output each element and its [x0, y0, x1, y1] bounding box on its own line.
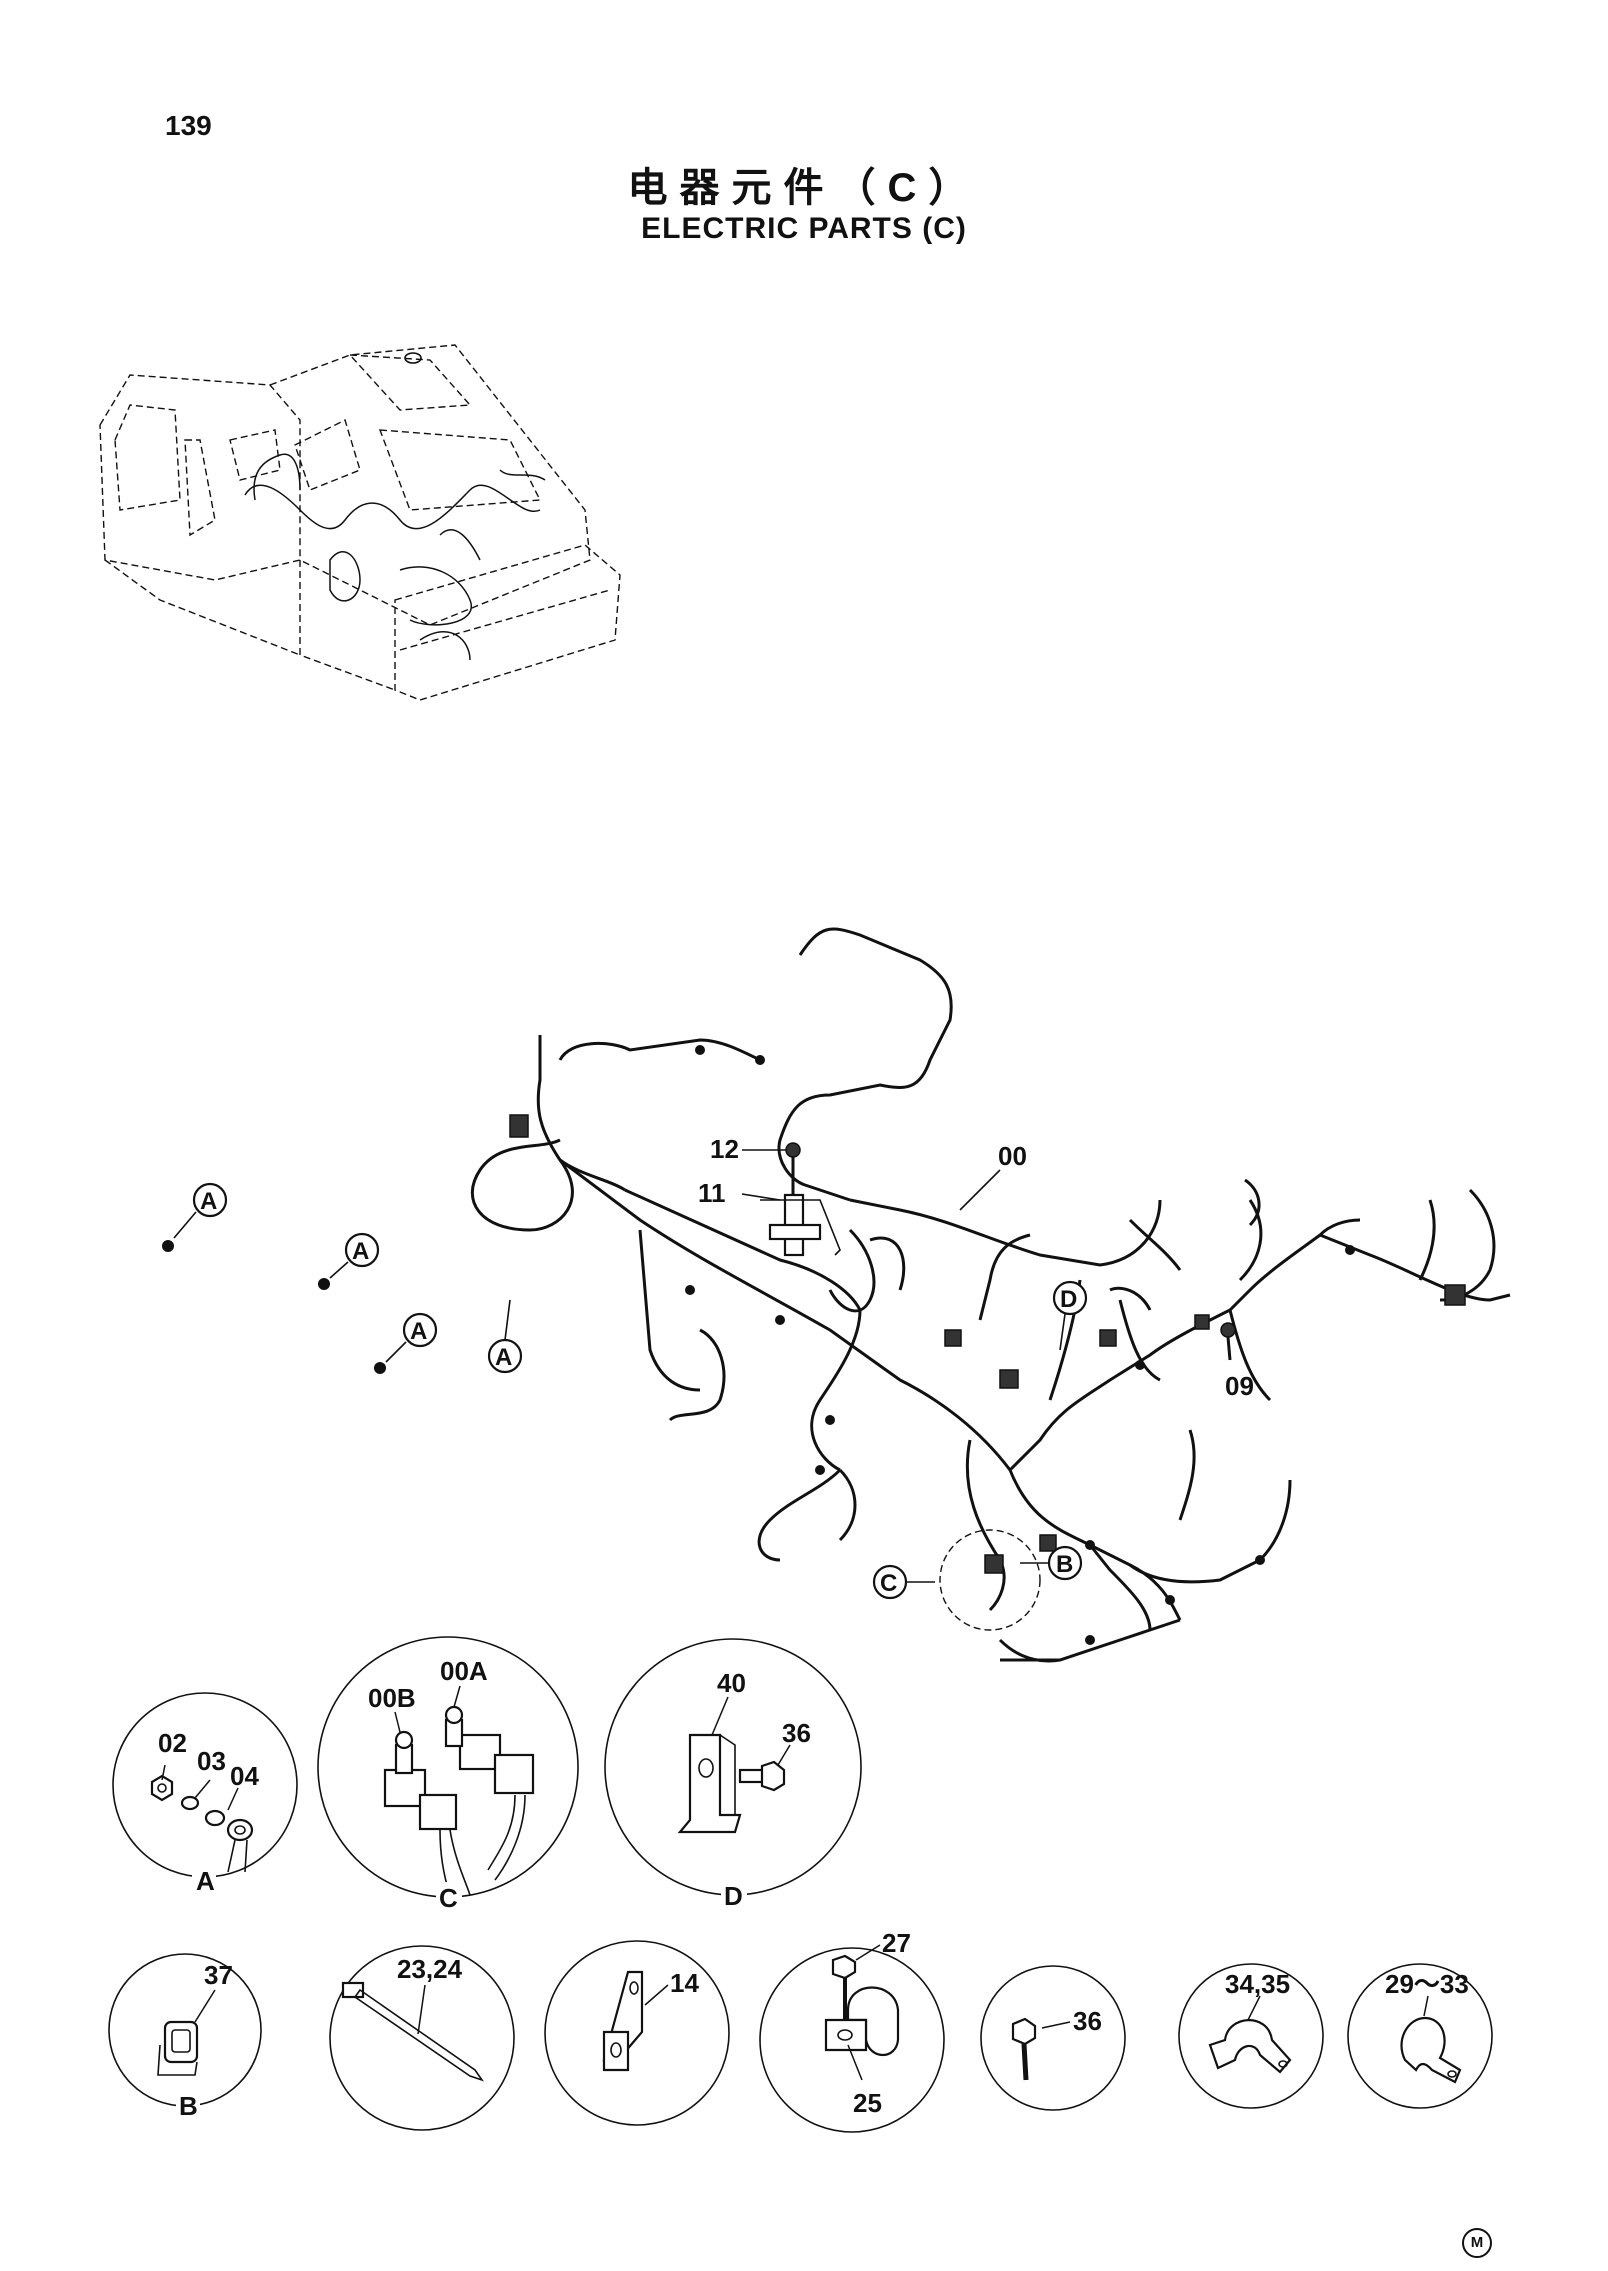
harness-bracket-11-12: 12 11	[698, 1134, 841, 1257]
callout-a-1: A	[318, 1232, 380, 1290]
detail-caption-c: C	[439, 1883, 458, 1913]
page-title-chinese: 电器元件（C）	[627, 166, 981, 210]
detail-plate-14: 14	[544, 1940, 730, 2126]
svg-text:A: A	[495, 1344, 512, 1371]
part-label-09: 09	[1225, 1371, 1254, 1401]
svg-text:A: A	[352, 1238, 369, 1265]
svg-text:A: A	[410, 1318, 427, 1345]
excavator-overview-drawing	[99, 344, 621, 701]
part-label-25: 25	[853, 2088, 882, 2118]
callout-a-3: A	[374, 1312, 438, 1374]
detail-clamp-29-33: 29～33	[1347, 1963, 1493, 2109]
part-label-14: 14	[670, 1968, 699, 1998]
callout-a-4: A	[487, 1299, 523, 1374]
part-label-37: 37	[204, 1960, 233, 1990]
detail-c: 00B 00A C	[317, 1636, 579, 1913]
part-label-34-35: 34,35	[1225, 1969, 1290, 1999]
part-label-27: 27	[882, 1928, 911, 1958]
main-wiring-harness	[470, 927, 1511, 1663]
part-label-00A: 00A	[440, 1656, 488, 1686]
detail-bolt-36: 36	[980, 1965, 1126, 2111]
main-harness-callout: 00	[959, 1141, 1027, 1211]
svg-text:A: A	[200, 1188, 217, 1215]
bolt-09: 09	[1220, 1322, 1254, 1401]
part-label-03: 03	[197, 1746, 226, 1776]
svg-text:B: B	[1056, 1551, 1073, 1578]
svg-text:D: D	[1060, 1286, 1077, 1313]
detail-clamp-34-35: 34,35	[1178, 1963, 1324, 2109]
part-label-36: 36	[1073, 2006, 1102, 2036]
callout-b: B	[1020, 1545, 1083, 1581]
detail-clamp-27-25: 27 25	[759, 1928, 945, 2133]
detail-a: 02 03 04 A	[112, 1692, 298, 1896]
detail-caption-d: D	[724, 1881, 743, 1911]
part-label-02: 02	[158, 1728, 187, 1758]
page-title-english: ELECTRIC PARTS (C)	[641, 212, 967, 245]
page-number: 139	[165, 110, 212, 141]
part-label-04: 04	[230, 1761, 259, 1791]
part-label-23-24: 23,24	[397, 1954, 463, 1984]
detail-b: 37 B	[108, 1953, 262, 2121]
detail-caption-b: B	[179, 2091, 198, 2121]
part-label-36-d: 36	[782, 1718, 811, 1748]
corner-mark-m: M	[1462, 2228, 1492, 2258]
part-label-29-33: 29～33	[1385, 1969, 1469, 1999]
callout-a-2: A	[162, 1182, 228, 1252]
detail-cable-tie: 23,24	[329, 1945, 515, 2131]
part-label-40: 40	[717, 1668, 746, 1698]
callout-d: D	[1052, 1280, 1088, 1351]
svg-text:C: C	[880, 1570, 897, 1597]
detail-caption-a: A	[196, 1866, 215, 1896]
part-label-11: 11	[698, 1178, 726, 1208]
part-label-00: 00	[998, 1141, 1027, 1171]
callout-c: C	[872, 1529, 1041, 1631]
part-label-00B: 00B	[368, 1683, 416, 1713]
detail-d: 40 36 D	[604, 1638, 862, 1911]
part-label-12: 12	[710, 1134, 739, 1164]
